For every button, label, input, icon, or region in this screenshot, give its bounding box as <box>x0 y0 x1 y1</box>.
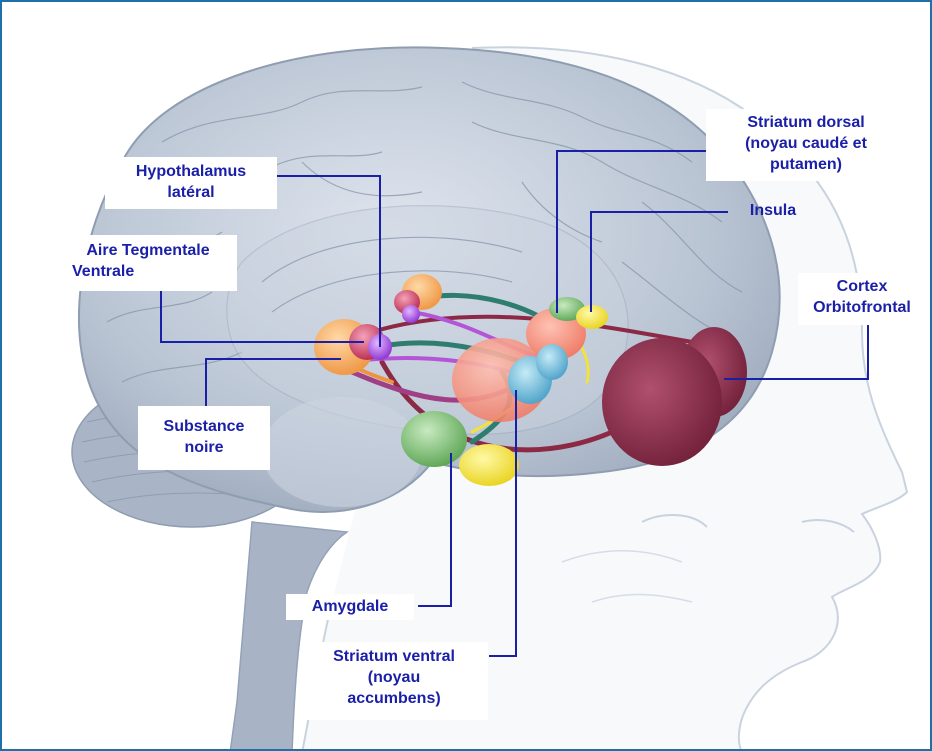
label-striatum-dorsal-line1: Striatum dorsal <box>706 112 906 133</box>
label-vta-line2: Ventrale <box>59 261 237 282</box>
label-amygdale-text: Amygdale <box>286 596 414 617</box>
label-aire-tegmentale-ventrale: Aire Tegmentale Ventrale <box>59 235 237 291</box>
label-hypothalamus-lateral: Hypothalamus latéral <box>105 157 277 209</box>
label-cortex-orbitofrontal: Cortex Orbitofrontal <box>798 273 926 325</box>
label-striatum-ventral-line2: (noyau <box>300 667 488 688</box>
amygdala-yellow-shape <box>459 444 519 486</box>
label-substance-line2: noire <box>138 437 270 458</box>
label-insula-text: Insula <box>728 200 818 221</box>
striatum-ventral-shape-2 <box>536 344 568 380</box>
label-cortex-line1: Cortex <box>798 276 926 297</box>
label-substance-noire: Substance noire <box>138 406 270 470</box>
label-vta-line1: Aire Tegmentale <box>59 240 237 261</box>
label-substance-line1: Substance <box>138 416 270 437</box>
lateral-hypothalamus-upper-shape <box>402 305 420 323</box>
label-striatum-dorsal-line2: (noyau caudé et <box>706 133 906 154</box>
label-cortex-line2: Orbitofrontal <box>798 297 926 318</box>
label-amygdale: Amygdale <box>286 594 414 620</box>
label-striatum-ventral: Striatum ventral (noyau accumbens) <box>300 642 488 720</box>
label-striatum-ventral-line1: Striatum ventral <box>300 646 488 667</box>
label-hypothalamus-line2: latéral <box>105 182 277 203</box>
label-striatum-dorsal: Striatum dorsal (noyau caudé et putamen) <box>706 109 906 181</box>
orbitofrontal-cortex-front <box>602 338 722 466</box>
label-striatum-dorsal-line3: putamen) <box>706 154 906 175</box>
amygdala-shape <box>401 411 467 467</box>
temporal-lobe <box>262 397 422 507</box>
label-insula: Insula <box>728 200 818 224</box>
label-striatum-ventral-line3: accumbens) <box>300 688 488 709</box>
label-hypothalamus-line1: Hypothalamus <box>105 161 277 182</box>
